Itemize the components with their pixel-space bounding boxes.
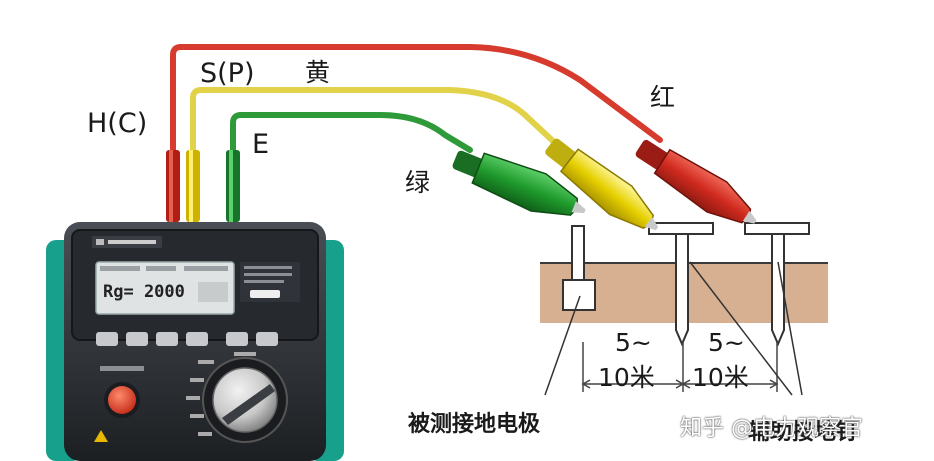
distance-2-bottom: 10米: [692, 363, 749, 392]
plug-hc: [166, 150, 180, 222]
leader-lines: [544, 261, 803, 396]
earth-resistance-tester: [46, 150, 344, 461]
auxiliary-rods-label: 辅助接地钉: [748, 420, 859, 445]
dimension-lines: [581, 342, 779, 392]
plug-sp: [186, 150, 200, 222]
yellow-wire-label: 黄: [305, 58, 331, 87]
distance-2-top: 5~: [708, 328, 745, 357]
lcd-reading: Rg= 2000: [103, 282, 185, 302]
green-wire: [230, 112, 473, 163]
distance-1-top: 5~: [615, 328, 652, 357]
e-terminal-label: E: [252, 129, 270, 160]
yellow-alligator-clip: [545, 138, 659, 231]
green-wire-label: 绿: [405, 168, 431, 197]
range-selector-dial: [186, 352, 288, 443]
yellow-wire: [190, 87, 571, 163]
measured-electrode-label: 被测接地电极: [408, 412, 541, 437]
warning-icon: [94, 430, 108, 442]
test-button: [100, 366, 144, 418]
measured-electrode: [562, 225, 596, 311]
function-button-row: [96, 332, 278, 346]
watermark: 知乎 @电力观察官: [680, 416, 863, 441]
hc-terminal-label: H(C): [87, 108, 148, 139]
auxiliary-rod-s: [648, 222, 714, 347]
sp-terminal-label: S(P): [200, 58, 255, 89]
distance-1-bottom: 10米: [598, 363, 655, 392]
green-alligator-clip: [452, 150, 586, 216]
red-wire: [170, 44, 663, 163]
red-wire-label: 红: [650, 83, 676, 112]
auxiliary-rod-h: [744, 222, 810, 347]
red-alligator-clip: [635, 139, 757, 224]
plug-e: [226, 150, 240, 222]
